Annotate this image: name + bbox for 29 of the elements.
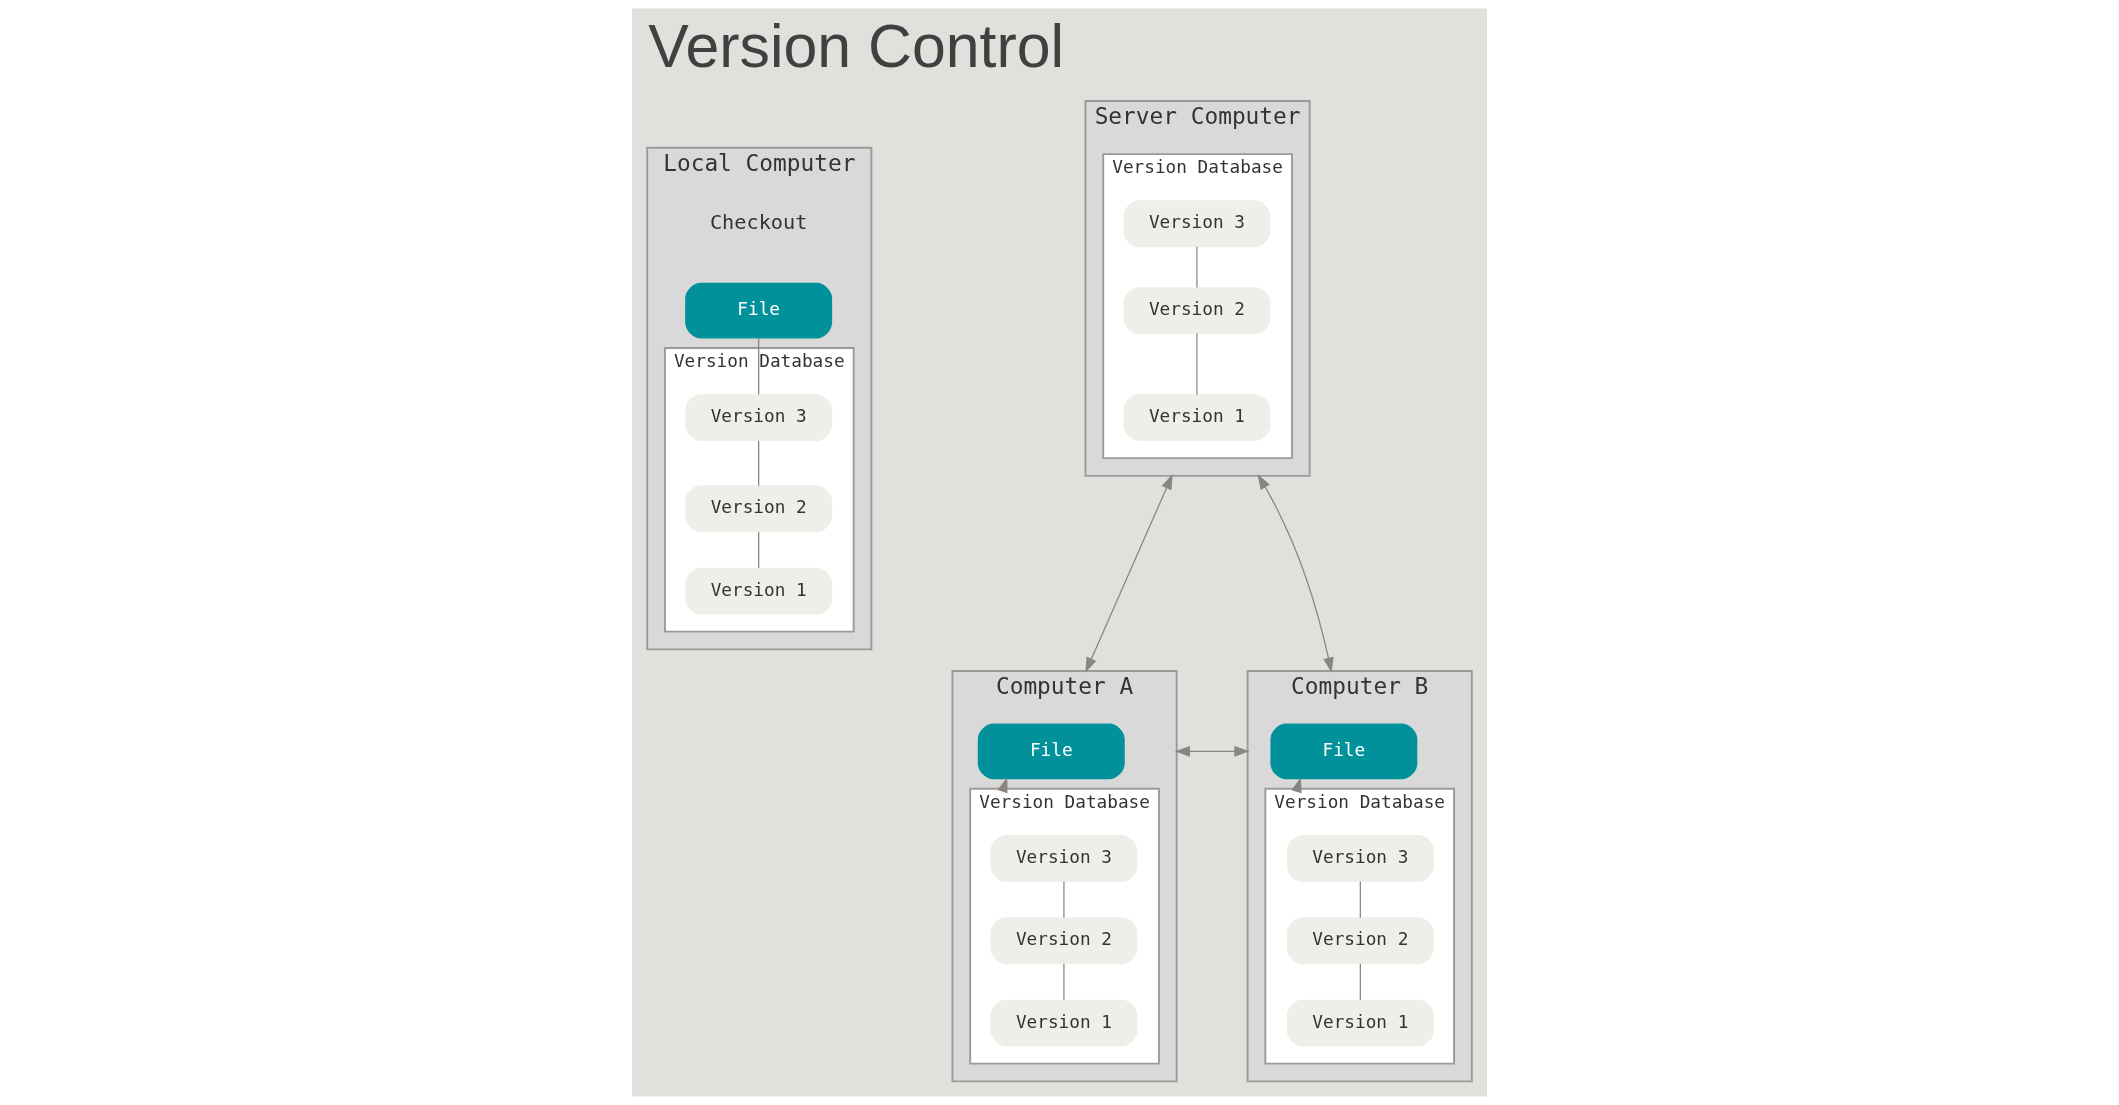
connector — [1359, 963, 1361, 1001]
node-box: Version 2 — [990, 917, 1138, 965]
node-box: File — [1270, 723, 1418, 780]
connector — [1359, 880, 1361, 919]
node-box: Version 3 — [1286, 834, 1434, 882]
arrow — [1257, 474, 1334, 673]
node-box: File — [977, 723, 1125, 780]
node-box: Version 2 — [1123, 287, 1271, 334]
connector — [758, 531, 760, 569]
connector — [1196, 246, 1198, 289]
node-box: Version 3 — [1123, 200, 1271, 248]
arrow — [1174, 746, 1250, 757]
node-box: Version 1 — [1286, 999, 1434, 1047]
node-box: Version 3 — [685, 394, 833, 442]
node-box: Version 1 — [1123, 394, 1271, 442]
connector — [1196, 332, 1198, 396]
node-box: Version 1 — [990, 999, 1138, 1047]
arrow — [1085, 474, 1173, 673]
node-box: Version 2 — [1286, 917, 1434, 965]
node-box: Version 2 — [685, 485, 833, 533]
node-box: File — [685, 282, 833, 339]
connector — [758, 440, 760, 487]
connector — [1063, 963, 1065, 1001]
diagram-title: Version Control — [648, 12, 1065, 81]
connector — [1063, 880, 1065, 919]
node-box: Version 3 — [990, 834, 1138, 882]
node-box: Version 1 — [685, 567, 833, 615]
node-label: Checkout — [709, 209, 808, 234]
connector — [758, 337, 760, 396]
